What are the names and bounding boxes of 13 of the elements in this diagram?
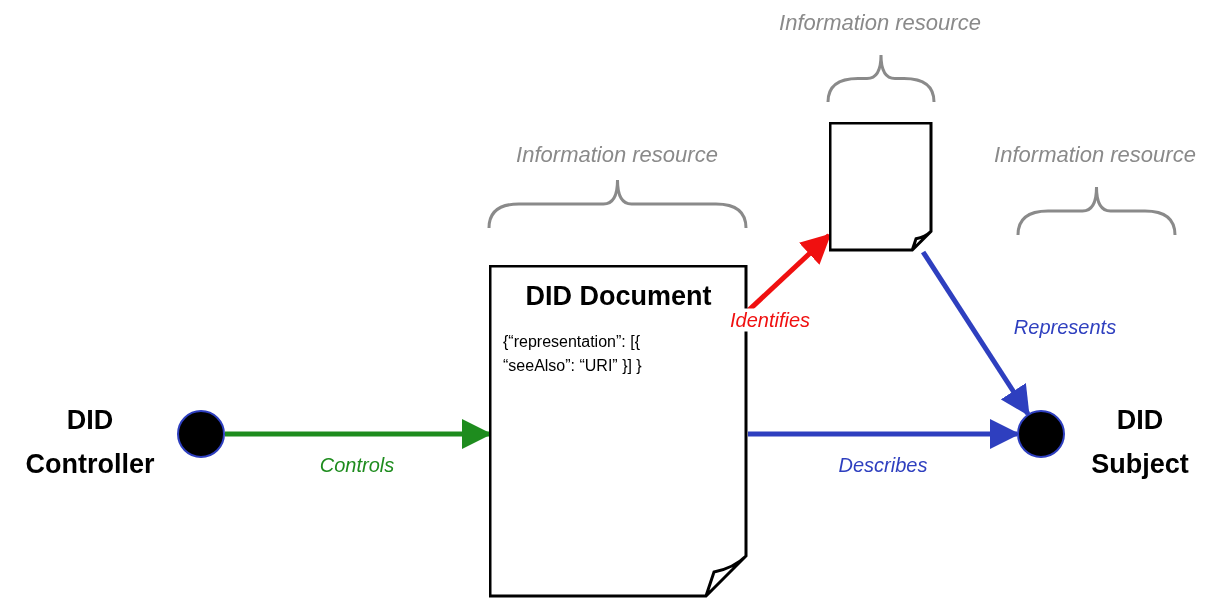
annotation-text: Information resource (516, 142, 718, 168)
edge-label: Identifies (727, 308, 813, 332)
circle-node (177, 410, 225, 458)
circle-node (1017, 410, 1065, 458)
node-label: DID Subject (1090, 404, 1190, 481)
code-snippet: {“representation”: [{ “seeAlso”: “URI” }] } (503, 332, 643, 376)
node-label: DID Controller (24, 404, 156, 481)
annotation-text: Information resource (779, 10, 981, 36)
document-box (829, 122, 933, 252)
annotation-text: Information resource (994, 142, 1196, 168)
arrow (225, 419, 492, 449)
document-title: DID Document (524, 281, 713, 312)
arrow (921, 250, 1031, 417)
